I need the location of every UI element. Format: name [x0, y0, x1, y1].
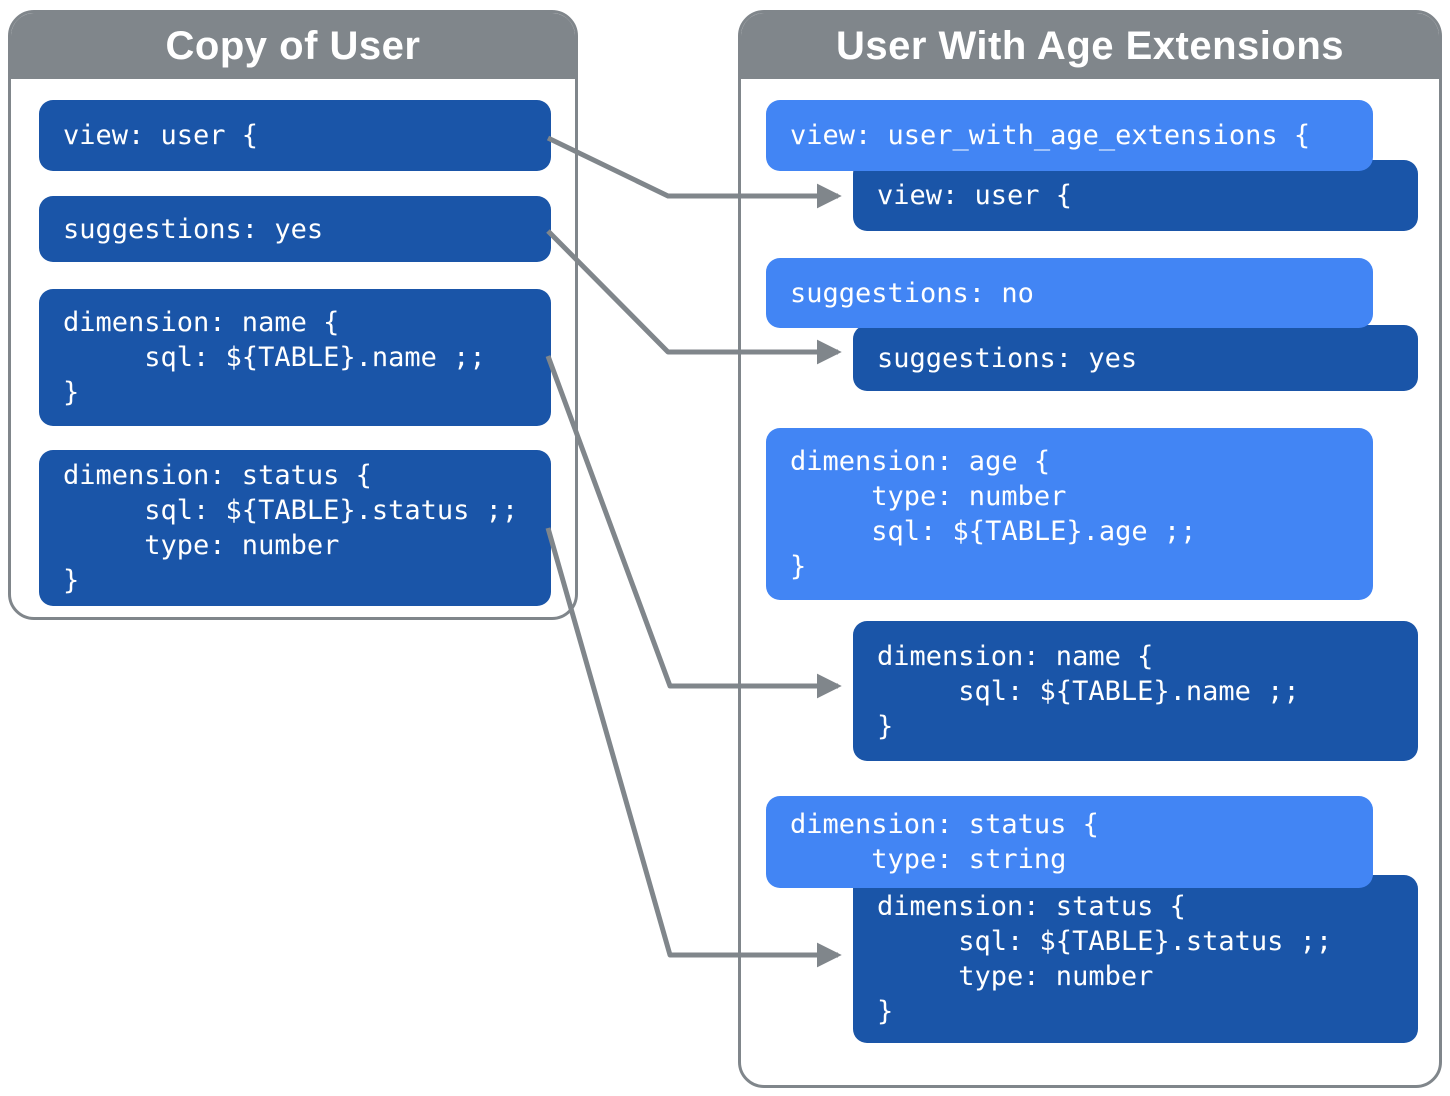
code-line: dimension: status {	[790, 809, 1099, 840]
code-line: dimension: age {	[790, 446, 1051, 477]
code-block-suggestions-yes: suggestions: yes	[39, 196, 551, 262]
panel-title-user-with-age-extensions: User With Age Extensions	[741, 13, 1439, 79]
code-line: }	[63, 565, 80, 596]
code-block-dimension-name: dimension: name { sql: ${TABLE}.name ;; …	[39, 289, 551, 426]
code-block-dimension-name-inherited: dimension: name { sql: ${TABLE}.name ;; …	[853, 621, 1418, 761]
panel-title-copy-of-user: Copy of User	[11, 13, 575, 79]
code-line: sql: ${TABLE}.status ;;	[63, 495, 519, 526]
code-line: dimension: name {	[63, 307, 340, 338]
code-block-view-user: view: user {	[39, 100, 551, 171]
code-block-dimension-age: dimension: age { type: number sql: ${TAB…	[766, 428, 1373, 600]
code-line: }	[790, 551, 807, 582]
code-line: dimension: status {	[63, 460, 372, 491]
code-line: suggestions: yes	[63, 213, 324, 245]
code-block-suggestions-yes-inherited: suggestions: yes	[853, 325, 1418, 391]
code-line: type: number	[63, 530, 340, 561]
code-line: view: user {	[877, 180, 1073, 211]
code-block-dimension-status-inherited: dimension: status { sql: ${TABLE}.status…	[853, 875, 1418, 1043]
code-block-dimension-status: dimension: status { sql: ${TABLE}.status…	[39, 450, 551, 606]
code-line: dimension: status {	[877, 891, 1186, 922]
panel-user-with-age-extensions: User With Age Extensions view: user { vi…	[738, 10, 1442, 1088]
code-line: sql: ${TABLE}.status ;;	[877, 926, 1333, 957]
code-line: sql: ${TABLE}.age ;;	[790, 516, 1197, 547]
code-line: }	[877, 710, 894, 742]
code-line: sql: ${TABLE}.name ;;	[63, 342, 486, 373]
code-block-view-user-inherited: view: user {	[853, 160, 1418, 231]
code-line: }	[63, 377, 80, 408]
code-block-dimension-status-override: dimension: status { type: string	[766, 796, 1373, 888]
code-line: type: number	[790, 481, 1067, 512]
code-line: suggestions: yes	[877, 342, 1138, 374]
code-line: view: user_with_age_extensions {	[790, 120, 1311, 151]
code-block-view-user-with-age-extensions: view: user_with_age_extensions {	[766, 100, 1373, 171]
code-line: dimension: name {	[877, 640, 1154, 672]
code-line: view: user {	[63, 120, 259, 151]
panel-copy-of-user: Copy of User view: user { suggestions: y…	[8, 10, 578, 620]
code-line: sql: ${TABLE}.name ;;	[877, 675, 1300, 707]
code-line: }	[877, 996, 894, 1027]
code-line: suggestions: no	[790, 277, 1034, 309]
code-line: type: string	[790, 844, 1067, 875]
code-line: type: number	[877, 961, 1154, 992]
code-block-suggestions-no: suggestions: no	[766, 258, 1373, 328]
